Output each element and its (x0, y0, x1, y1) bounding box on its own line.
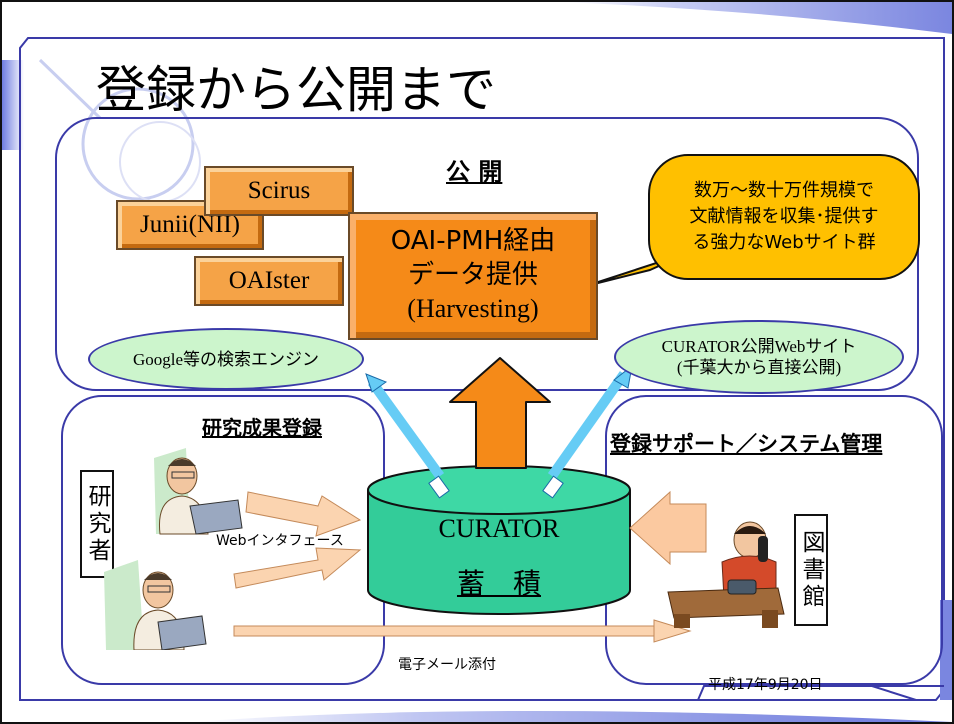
date-label: 平成17年9月20日 (708, 677, 823, 693)
repository-label: 蓄 積 (456, 567, 541, 600)
curator-site-line1: CURATOR公開Webサイト (661, 337, 857, 356)
harvester-scirus: Scirus (204, 166, 354, 216)
harvester-junii: Junii(NII) (116, 200, 264, 250)
section-registration-header: 研究成果登録 (202, 416, 322, 440)
section-support-header: 登録サポート／システム管理 (610, 432, 883, 456)
oai-line3: (Harvesting) (407, 294, 539, 323)
researcher-at-laptop-icon (154, 448, 243, 535)
researcher-box: 研究者 (80, 470, 114, 578)
callout-line1: 数万～数十万件規模で (694, 180, 874, 201)
search-engine-label: Google等の検索エンジン (132, 349, 320, 369)
oai-pmh-box: OAI-PMH経由 データ提供 (Harvesting) (348, 212, 598, 340)
repository-name: CURATOR (438, 514, 560, 543)
oai-line1: OAI-PMH経由 (390, 226, 556, 256)
web-interface-label: Webインタフェース (216, 533, 344, 549)
harvester-oaister: OAIster (194, 256, 344, 306)
email-label: 電子メール添付 (398, 657, 496, 673)
harvester-callout: 数万～数十万件規模で 文献情報を収集･提供す る強力なWebサイト群 (648, 154, 920, 280)
search-engine-ellipse: Google等の検索エンジン (88, 328, 364, 390)
researcher-at-laptop-icon-2 (104, 560, 207, 650)
curator-site-ellipse: CURATOR公開Webサイト (千葉大から直接公開) (614, 320, 904, 394)
librarian-on-phone-icon (667, 521, 785, 628)
curator-site-line2: (千葉大から直接公開) (676, 358, 842, 377)
oai-line2: データ提供 (407, 260, 538, 290)
page-title: 登録から公開まで (96, 61, 496, 119)
library-box: 図書館 (794, 514, 828, 626)
callout-line3: る強力なWebサイト群 (692, 232, 876, 253)
callout-line2: 文献情報を収集･提供す (689, 206, 879, 227)
section-publish-header: 公 開 (446, 158, 503, 186)
